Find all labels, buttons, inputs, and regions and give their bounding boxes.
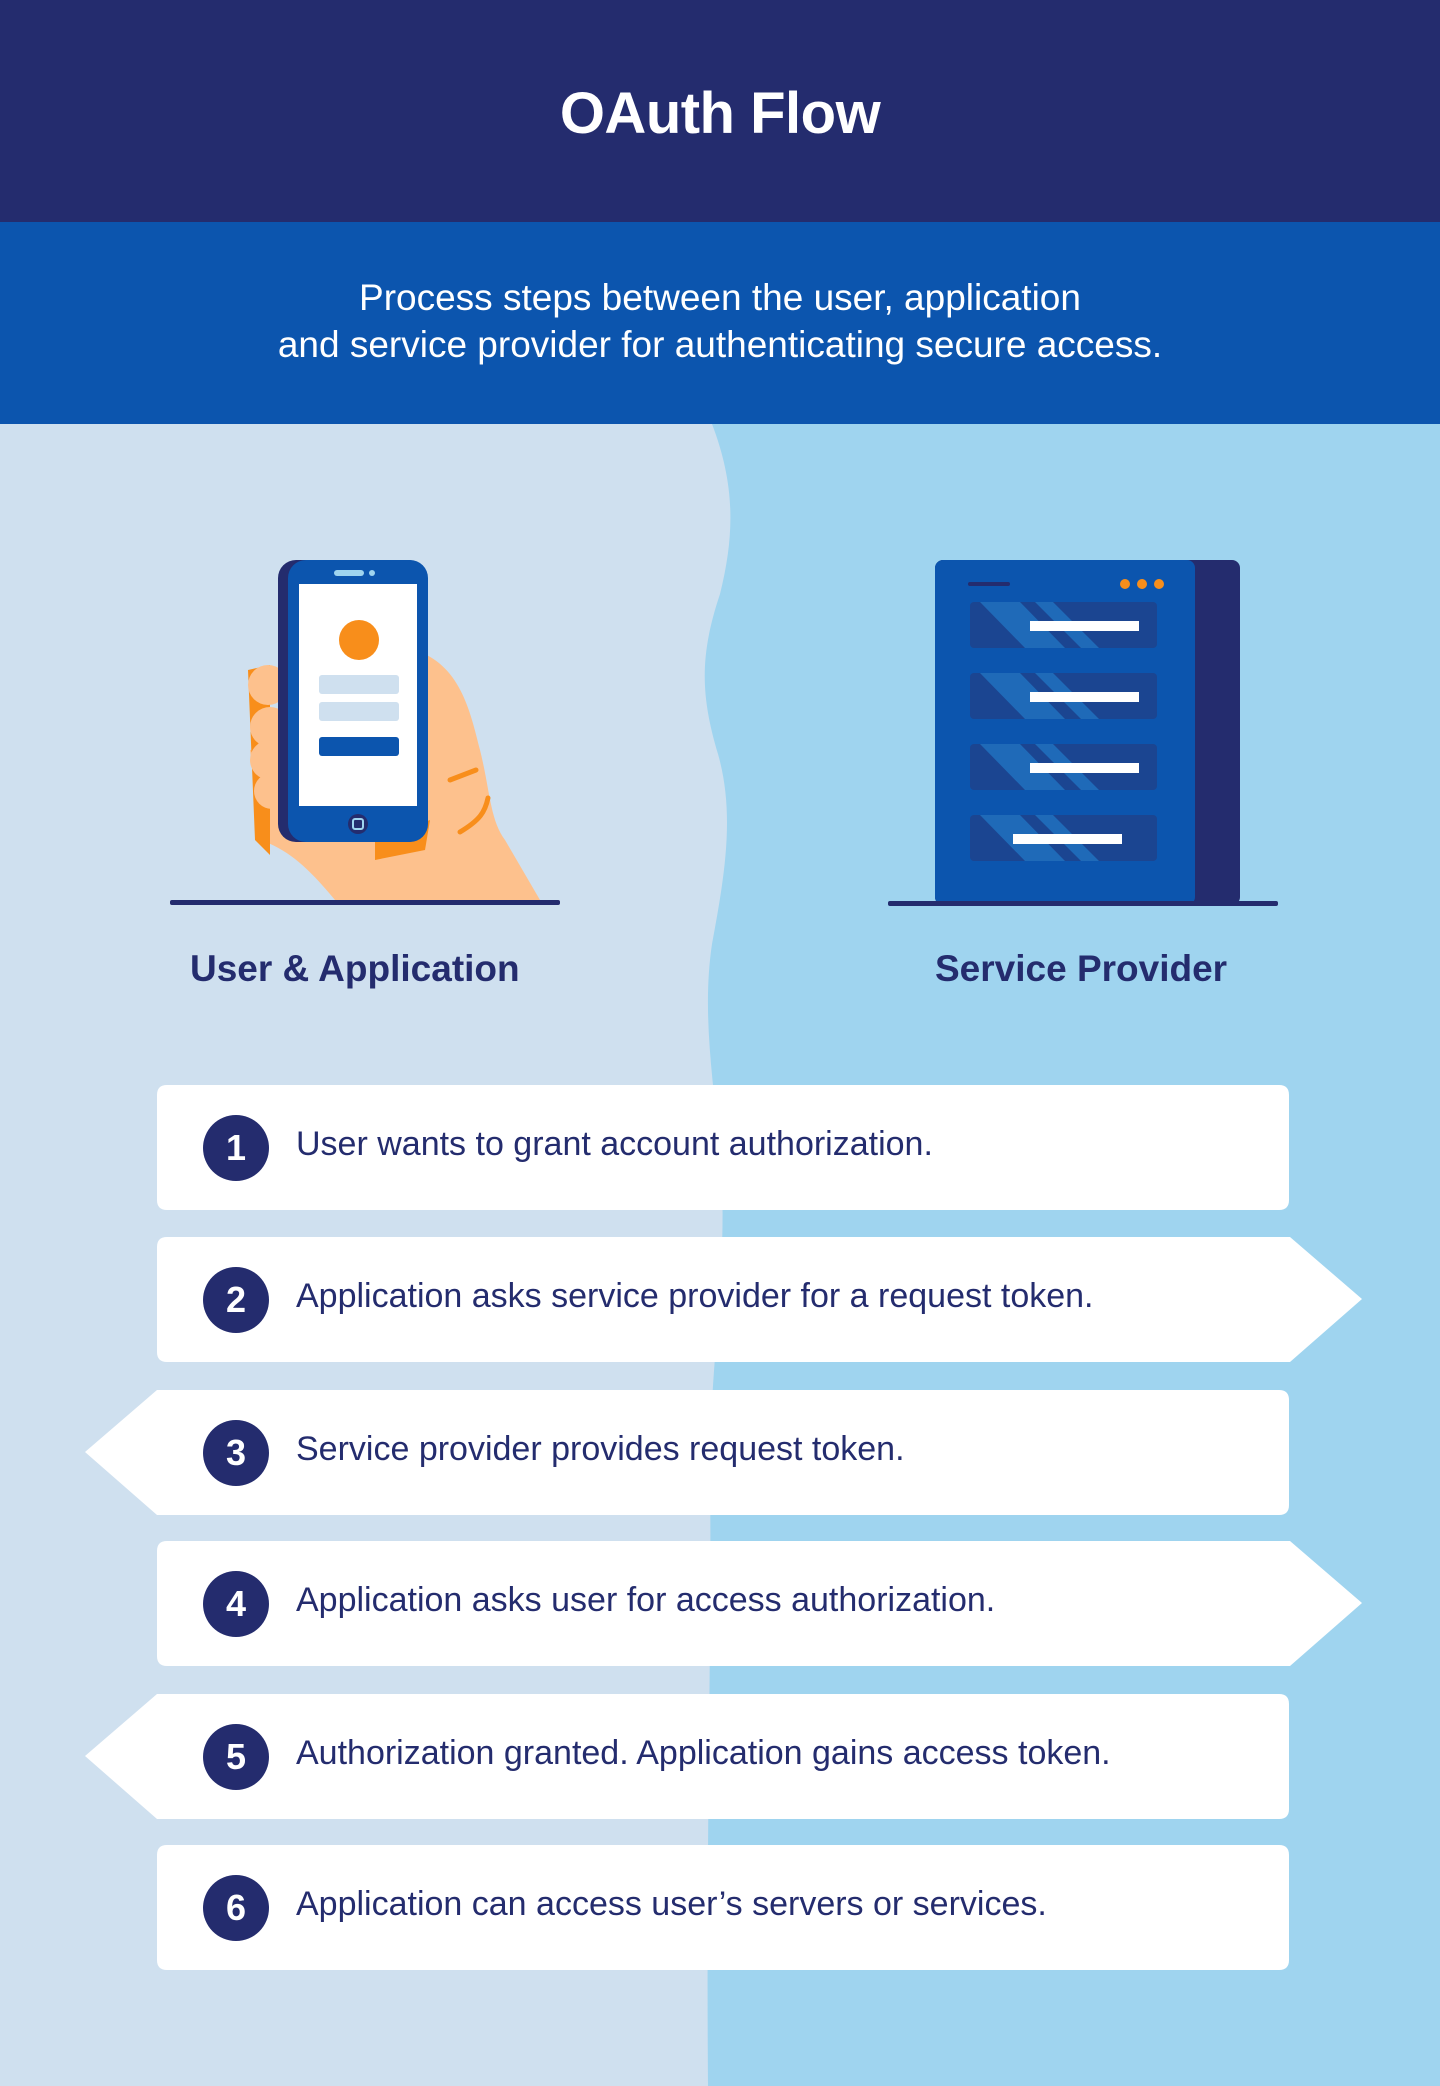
page-subtitle: Process steps between the user, applicat… <box>0 274 1440 368</box>
subtitle-banner <box>0 222 1440 426</box>
step-number-badge: 5 <box>203 1724 269 1790</box>
title-banner <box>0 0 1440 224</box>
step-card-5: 5 Authorization granted. Application gai… <box>0 1694 1440 1819</box>
step-text: Authorization granted. Application gains… <box>296 1734 1111 1772</box>
smartphone-in-hand-icon <box>170 560 560 905</box>
server-rack-slots <box>970 602 1157 861</box>
label-service-provider: Service Provider <box>935 948 1228 989</box>
server-icon <box>888 560 1278 906</box>
arrow-left-shape <box>85 1390 1289 1515</box>
step-number-badge: 4 <box>203 1571 269 1637</box>
arrow-left-shape <box>85 1694 1289 1819</box>
step-number-badge: 3 <box>203 1420 269 1486</box>
step-text: Service provider provides request token. <box>296 1430 905 1468</box>
step-text: Application asks user for access authori… <box>296 1581 996 1619</box>
step-card-2: 2 Application asks service provider for … <box>0 1237 1440 1362</box>
step-text: User wants to grant account authorizatio… <box>296 1125 933 1163</box>
step-card-1: 1 User wants to grant account authorizat… <box>0 1085 1440 1210</box>
subtitle-line-2: and service provider for authenticating … <box>277 324 1163 365</box>
card-shape <box>157 1085 1289 1210</box>
step-text: Application asks service provider for a … <box>296 1277 1094 1315</box>
step-card-3: 3 Service provider provides request toke… <box>0 1390 1440 1515</box>
page-title: OAuth Flow <box>559 81 881 146</box>
arrow-right-shape <box>157 1541 1362 1666</box>
step-text: Application can access user’s servers or… <box>296 1885 1047 1923</box>
step-number-badge: 1 <box>203 1115 269 1181</box>
step-card-4: 4 Application asks user for access autho… <box>0 1541 1440 1666</box>
card-shape <box>157 1845 1289 1970</box>
label-user-application: User & Application <box>190 948 520 989</box>
step-card-6: 6 Application can access user’s servers … <box>0 1845 1440 1970</box>
step-number-badge: 2 <box>203 1267 269 1333</box>
subtitle-line-1: Process steps between the user, applicat… <box>359 277 1081 318</box>
step-number-badge: 6 <box>203 1875 269 1941</box>
arrow-right-shape <box>157 1237 1362 1362</box>
